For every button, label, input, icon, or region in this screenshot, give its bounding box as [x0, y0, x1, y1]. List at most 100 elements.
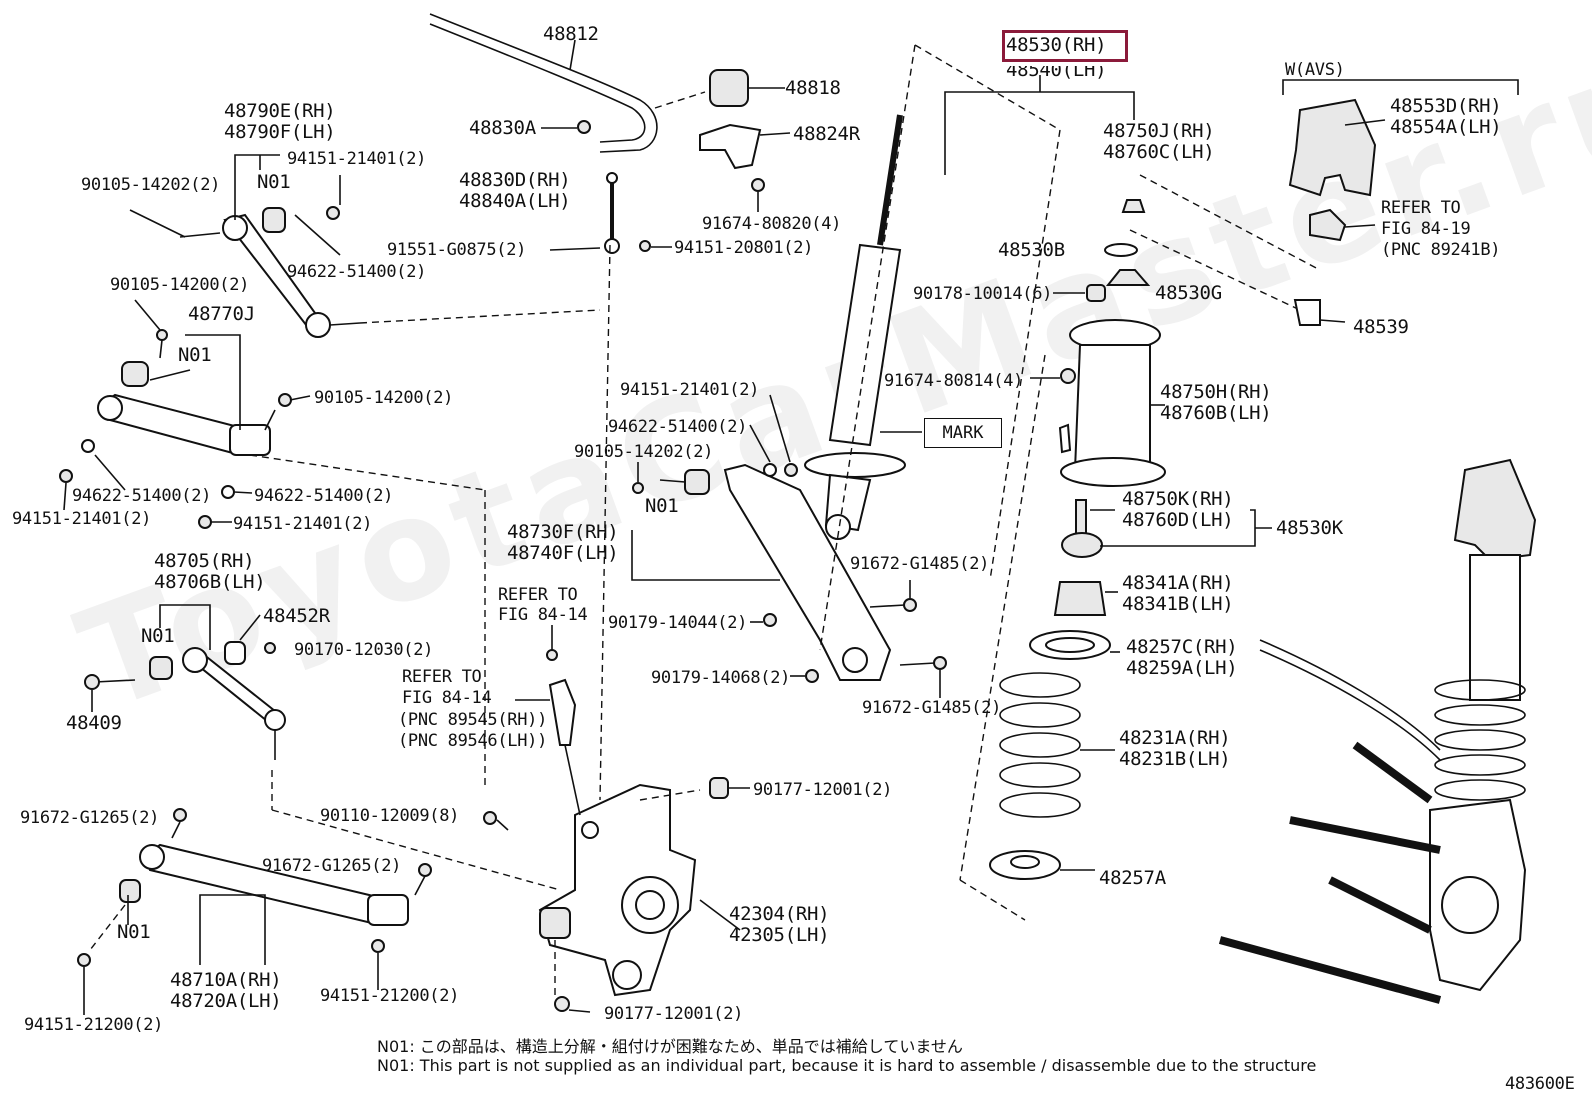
- part-label[interactable]: 90170-12030(2): [294, 640, 434, 660]
- part-label[interactable]: 94151-20801(2): [674, 238, 814, 258]
- part-label[interactable]: 91672-G1485(2): [862, 698, 1002, 718]
- part-label[interactable]: 90178-10014(6): [913, 284, 1053, 304]
- part-label[interactable]: 48750H(RH): [1160, 381, 1272, 403]
- stabilizer-bushing: [709, 69, 749, 107]
- part-label[interactable]: 48730F(RH): [507, 521, 619, 543]
- n01-label: N01: [141, 625, 175, 647]
- part-label[interactable]: 48259A(LH): [1126, 657, 1238, 679]
- part-label[interactable]: 48341A(RH): [1122, 572, 1234, 594]
- part-label[interactable]: 48750J(RH): [1103, 120, 1215, 142]
- shock-absorber: [828, 243, 902, 447]
- refer-label[interactable]: FIG 84-14: [498, 605, 588, 625]
- pnc-label: (PNC 89546(LH)): [398, 731, 548, 751]
- part-label[interactable]: 48790F(LH): [224, 121, 336, 143]
- part-label[interactable]: 94151-21401(2): [620, 380, 760, 400]
- part-label[interactable]: 94622-51400(2): [608, 417, 748, 437]
- part-label[interactable]: 94151-21401(2): [12, 509, 152, 529]
- assembled-suspension-view: [1218, 458, 1537, 1004]
- clip-48539: [1293, 299, 1321, 326]
- avs-connector: [1309, 208, 1347, 242]
- part-label[interactable]: 48231B(LH): [1119, 748, 1231, 770]
- part-label[interactable]: 94622-51400(2): [287, 262, 427, 282]
- coil-spring: [999, 672, 1081, 818]
- part-label[interactable]: 48231A(RH): [1119, 727, 1231, 749]
- coil-spring-insulator-48341: [1053, 581, 1107, 616]
- part-label[interactable]: 48530G: [1155, 282, 1222, 304]
- part-label[interactable]: 48760B(LH): [1160, 402, 1272, 424]
- part-label[interactable]: 48720A(LH): [170, 990, 282, 1012]
- n01-label: N01: [178, 344, 212, 366]
- stabilizer-bracket: [699, 123, 762, 170]
- refer-label: REFER TO: [402, 667, 482, 687]
- part-label[interactable]: 48257C(RH): [1126, 636, 1238, 658]
- refer-label[interactable]: FIG 84-14: [402, 688, 492, 708]
- n01-label: N01: [117, 921, 151, 943]
- part-label[interactable]: 48760C(LH): [1103, 141, 1215, 163]
- part-label[interactable]: 90177-12001(2): [753, 780, 893, 800]
- n01-label: N01: [645, 495, 679, 517]
- figure-code: 483600E: [1505, 1074, 1575, 1094]
- part-label[interactable]: 48705(RH): [154, 550, 255, 572]
- part-label[interactable]: 48554A(LH): [1390, 116, 1502, 138]
- part-label[interactable]: 91674-80820(4): [702, 214, 842, 234]
- trailing-arm-48730: [723, 463, 892, 681]
- part-label-highlighted[interactable]: 48530(RH): [1006, 34, 1107, 56]
- speed-sensor: [548, 678, 577, 746]
- refer-label[interactable]: FIG 84-19: [1381, 219, 1471, 239]
- part-label[interactable]: 94622-51400(2): [254, 486, 394, 506]
- refer-label: REFER TO: [498, 585, 578, 605]
- part-label[interactable]: 91672-G1265(2): [262, 856, 402, 876]
- part-label[interactable]: 91674-80814(4): [884, 371, 1024, 391]
- part-label[interactable]: 48409: [66, 712, 122, 734]
- part-label[interactable]: 48530B: [998, 239, 1065, 261]
- part-label[interactable]: 91672-G1485(2): [850, 554, 990, 574]
- part-label[interactable]: 48553D(RH): [1390, 95, 1502, 117]
- part-label[interactable]: 90105-14202(2): [81, 175, 221, 195]
- variant-label: W(AVS): [1285, 60, 1345, 80]
- part-label[interactable]: 90179-14068(2): [651, 668, 791, 688]
- part-label[interactable]: 94151-21401(2): [287, 149, 427, 169]
- part-label[interactable]: 48257A: [1099, 867, 1166, 889]
- n01-label: N01: [257, 171, 291, 193]
- part-label[interactable]: 48740F(LH): [507, 542, 619, 564]
- part-label[interactable]: 48812: [543, 23, 599, 45]
- part-label[interactable]: 90177-12001(2): [604, 1004, 744, 1024]
- part-label[interactable]: 90105-14200(2): [110, 275, 250, 295]
- pnc-label: (PNC 89241B): [1381, 240, 1501, 260]
- part-label[interactable]: 48710A(RH): [170, 969, 282, 991]
- stabilizer-bar: [429, 13, 658, 153]
- footnote-japanese: N01: この部品は、構造上分解・組付けが困難なため、単品では補給していません: [377, 1037, 963, 1056]
- part-label[interactable]: 90105-14200(2): [314, 388, 454, 408]
- part-label[interactable]: 48770J: [188, 303, 255, 325]
- part-label[interactable]: 42305(LH): [729, 924, 830, 946]
- part-label[interactable]: 94151-21200(2): [24, 1015, 164, 1035]
- part-label[interactable]: 91672-G1265(2): [20, 808, 160, 828]
- part-label[interactable]: 90179-14044(2): [608, 613, 748, 633]
- part-label[interactable]: 48530K: [1276, 517, 1343, 539]
- part-label[interactable]: 94622-51400(2): [72, 486, 212, 506]
- part-label[interactable]: 48452R: [263, 605, 330, 627]
- part-label[interactable]: 42304(RH): [729, 903, 830, 925]
- part-label[interactable]: 48540(LH): [1006, 59, 1107, 81]
- part-label[interactable]: 48824R: [793, 123, 860, 145]
- part-label[interactable]: 48760D(LH): [1122, 509, 1234, 531]
- part-label[interactable]: 90110-12009(8): [320, 806, 460, 826]
- part-label[interactable]: 48840A(LH): [459, 190, 571, 212]
- part-label[interactable]: 48818: [785, 77, 841, 99]
- part-label[interactable]: 91551-G0875(2): [387, 240, 527, 260]
- part-label[interactable]: 48830D(RH): [459, 169, 571, 191]
- part-label[interactable]: 48790E(RH): [224, 100, 336, 122]
- refer-label: REFER TO: [1381, 198, 1461, 218]
- part-label[interactable]: 48830A: [469, 117, 536, 139]
- part-label[interactable]: 94151-21401(2): [233, 514, 373, 534]
- part-label[interactable]: 48750K(RH): [1122, 488, 1234, 510]
- part-label[interactable]: 48706B(LH): [154, 571, 266, 593]
- shock-rod: [877, 114, 903, 246]
- part-label[interactable]: 94151-21200(2): [320, 986, 460, 1006]
- part-label[interactable]: 90105-14202(2): [574, 442, 714, 462]
- footnote-english: N01: This part is not supplied as an ind…: [377, 1056, 1317, 1075]
- part-label[interactable]: 48539: [1353, 316, 1409, 338]
- part-label[interactable]: 48341B(LH): [1122, 593, 1234, 615]
